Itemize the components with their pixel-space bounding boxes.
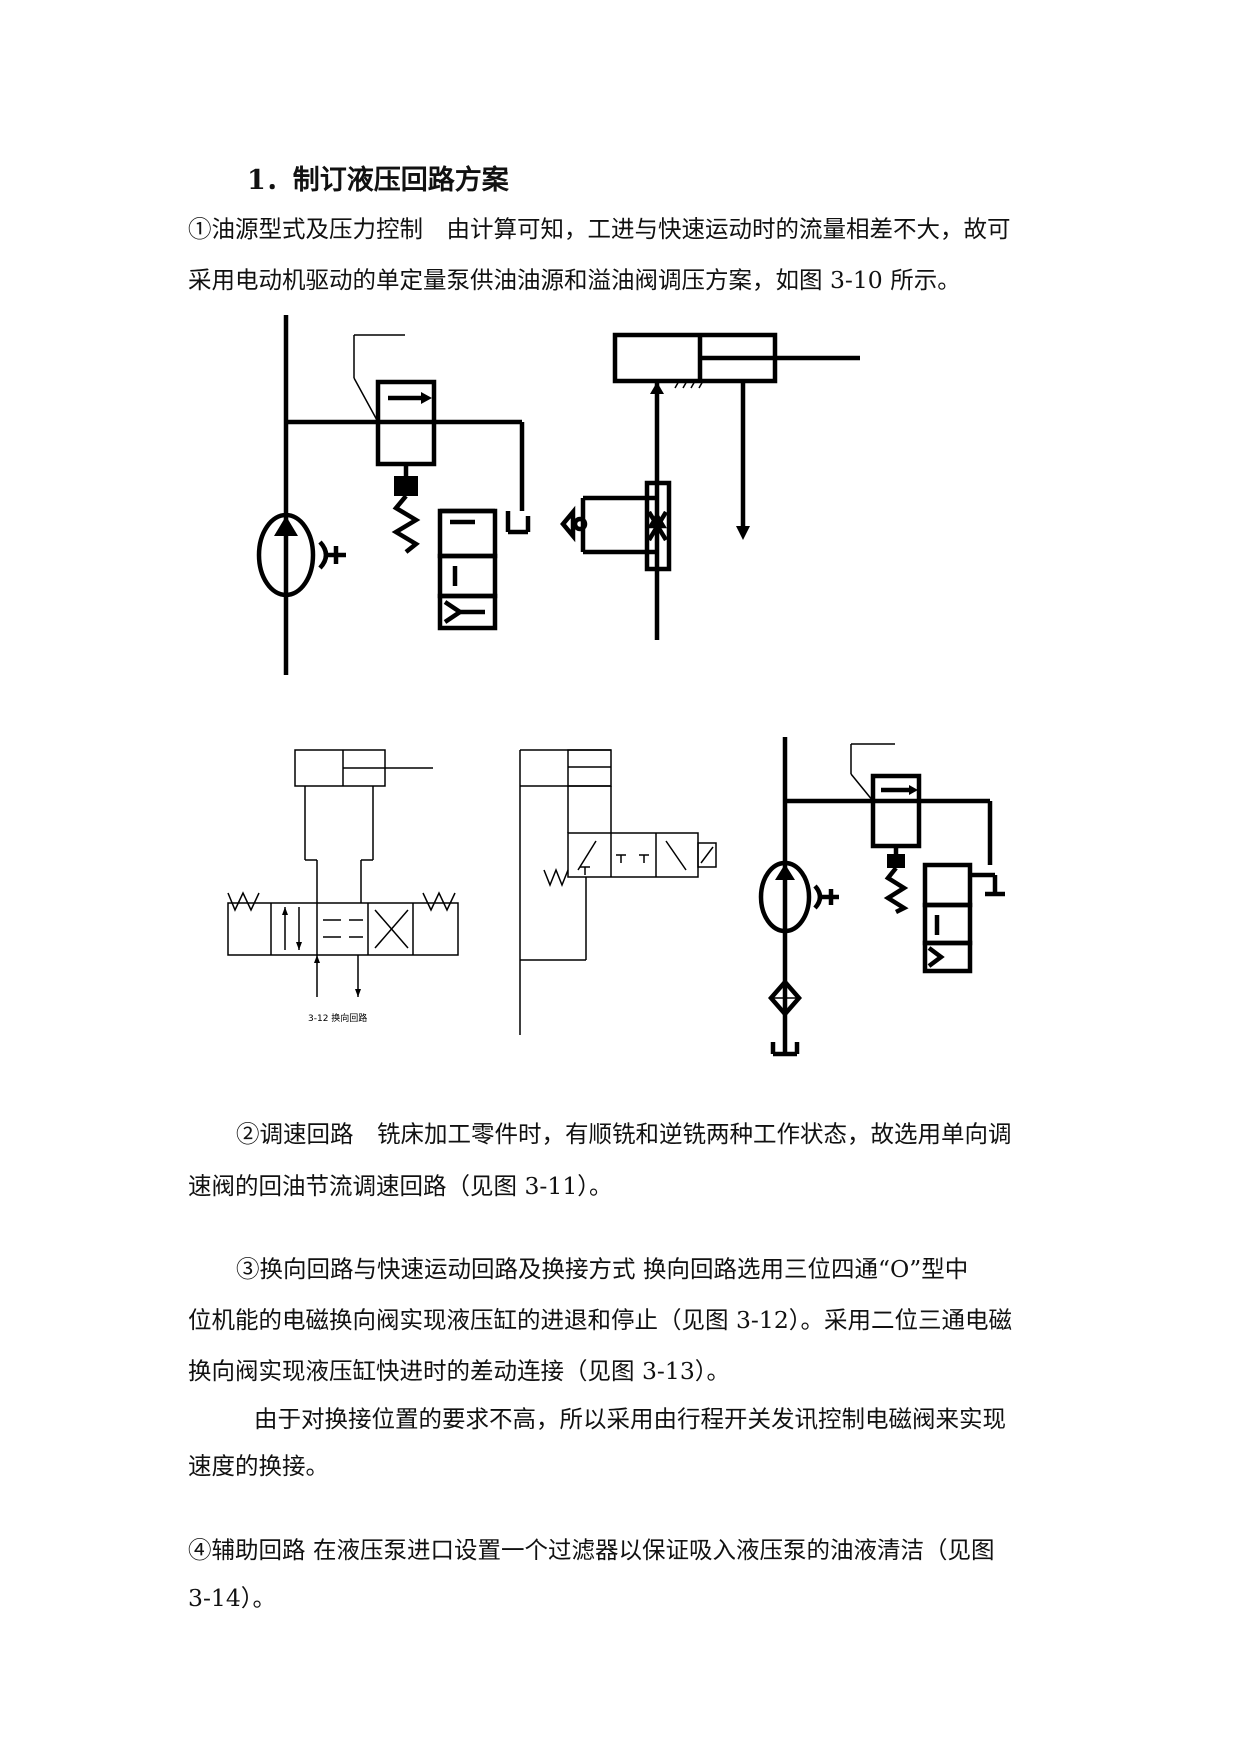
paragraph-line: 速阀的回油节流调速回路（见图 3-11）。 bbox=[188, 1172, 613, 1200]
figure-3-10-pump-relief-circuit bbox=[250, 310, 550, 680]
figure-3-12-reversing-circuit: 3-12 换向回路 bbox=[223, 745, 498, 1024]
paragraph-line: ①油源型式及压力控制 由计算可知，工进与快速运动时的流量相差不大，故可 bbox=[188, 215, 1011, 243]
paragraph-line: ②调速回路 铣床加工零件时，有顺铣和逆铣两种工作状态，故选用单向调 bbox=[236, 1120, 1012, 1148]
paragraph-line: 3-14）。 bbox=[188, 1584, 277, 1612]
paragraph-line: 采用电动机驱动的单定量泵供油油源和溢油阀调压方案，如图 3-10 所示。 bbox=[188, 266, 961, 294]
paragraph-line: 换向阀实现液压缸快进时的差动连接（见图 3-13）。 bbox=[188, 1357, 731, 1385]
figure-3-13-differential-circuit bbox=[516, 745, 726, 1045]
paragraph-line: 速度的换接。 bbox=[188, 1452, 329, 1480]
paragraph-line: 由于对换接位置的要求不高，所以采用由行程开关发讯控制电磁阀来实现 bbox=[254, 1405, 1006, 1433]
figure-3-14-filter-circuit bbox=[755, 732, 1025, 1062]
paragraph-line: ③换向回路与快速运动回路及换接方式 换向回路选用三位四通“O”型中 bbox=[236, 1255, 969, 1283]
figure-caption: 3-12 换向回路 bbox=[308, 1012, 367, 1024]
paragraph-line: 位机能的电磁换向阀实现液压缸的进退和停止（见图 3-12）。采用二位三通电磁 bbox=[188, 1306, 1013, 1334]
paragraph-line: ④辅助回路 在液压泵进口设置一个过滤器以保证吸入液压泵的油液清洁（见图 bbox=[188, 1536, 995, 1564]
section-heading: 1．制订液压回路方案 bbox=[247, 165, 509, 196]
figure-3-11-speed-control-circuit bbox=[545, 320, 875, 650]
